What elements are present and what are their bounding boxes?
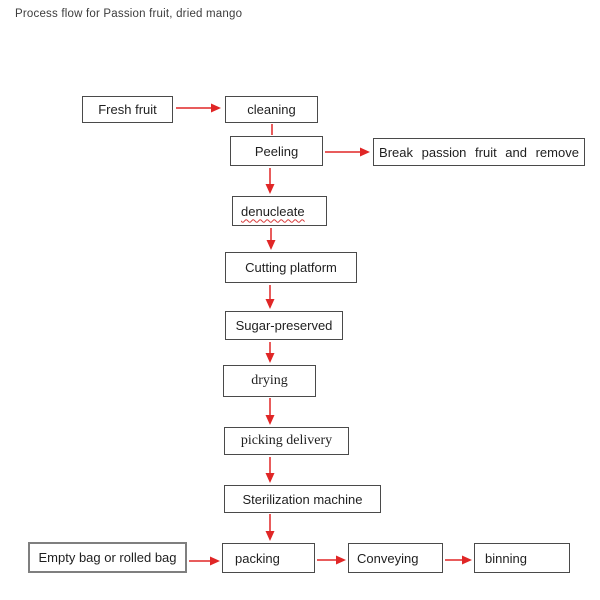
- node-drying-label: drying: [251, 373, 288, 388]
- node-peeling: Peeling: [230, 136, 323, 166]
- node-conveying-label: Conveying: [357, 550, 419, 566]
- node-empty-bag-label: Empty bag or rolled bag: [38, 550, 177, 565]
- node-drying: drying: [223, 365, 316, 397]
- node-packing-label: packing: [235, 550, 280, 566]
- node-break-passion-fruit-label: Break passion fruit and remove: [379, 144, 579, 160]
- node-binning: binning: [474, 543, 570, 573]
- node-sterilization-machine: Sterilization machine: [224, 485, 381, 513]
- page-title: Process flow for Passion fruit, dried ma…: [15, 8, 243, 20]
- node-cleaning: cleaning: [225, 96, 318, 123]
- node-binning-label: binning: [485, 550, 527, 566]
- node-cutting-platform: Cutting platform: [225, 252, 357, 283]
- node-peeling-label: Peeling: [254, 143, 299, 159]
- node-denucleate-label: denucleate: [241, 203, 305, 219]
- node-sugar-preserved-label: Sugar-preserved: [235, 318, 333, 333]
- node-fresh-fruit-label: Fresh fruit: [98, 102, 157, 117]
- node-denucleate: denucleate: [232, 196, 327, 226]
- node-conveying: Conveying: [348, 543, 443, 573]
- node-cutting-platform-label: Cutting platform: [245, 260, 337, 275]
- node-sterilization-machine-label: Sterilization machine: [242, 491, 363, 507]
- node-break-passion-fruit: Break passion fruit and remove: [373, 138, 585, 166]
- node-picking-delivery-label: picking delivery: [240, 433, 333, 448]
- node-picking-delivery: picking delivery: [224, 427, 349, 455]
- node-empty-bag: Empty bag or rolled bag: [28, 542, 187, 573]
- node-sugar-preserved: Sugar-preserved: [225, 311, 343, 340]
- node-fresh-fruit: Fresh fruit: [82, 96, 173, 123]
- node-packing: packing: [222, 543, 315, 573]
- node-cleaning-label: cleaning: [247, 102, 296, 117]
